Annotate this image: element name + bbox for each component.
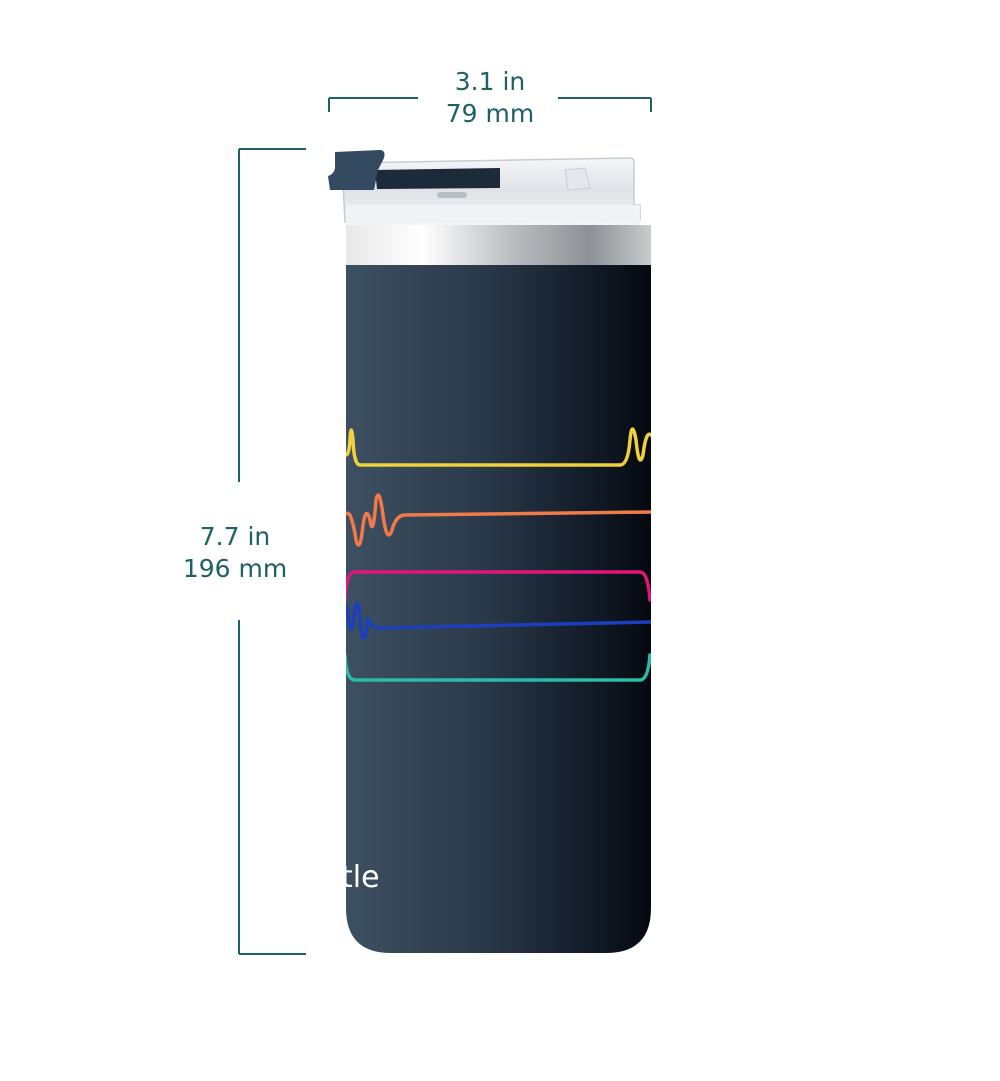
height-dimension-label: 7.7 in 196 mm — [150, 521, 320, 585]
width-inches: 3.1 in — [454, 67, 526, 96]
wave-blue — [346, 601, 651, 640]
wave-yellow — [346, 427, 651, 467]
width-dimension-label: 3.1 in 79 mm — [400, 66, 580, 130]
wave-orange — [346, 493, 651, 547]
tumbler-body — [346, 265, 651, 953]
wave-pink — [346, 570, 651, 602]
width-dimension-line — [328, 97, 652, 112]
wave-teal — [346, 653, 651, 682]
steel-collar — [346, 225, 651, 267]
tumbler-lid — [341, 157, 641, 225]
width-millimeters: 79 mm — [445, 99, 535, 128]
height-inches: 7.7 in — [199, 522, 271, 551]
lid-tab — [328, 150, 385, 190]
height-dimension-line — [238, 148, 306, 955]
height-millimeters: 196 mm — [182, 554, 288, 583]
brand-text: tle — [341, 860, 380, 895]
